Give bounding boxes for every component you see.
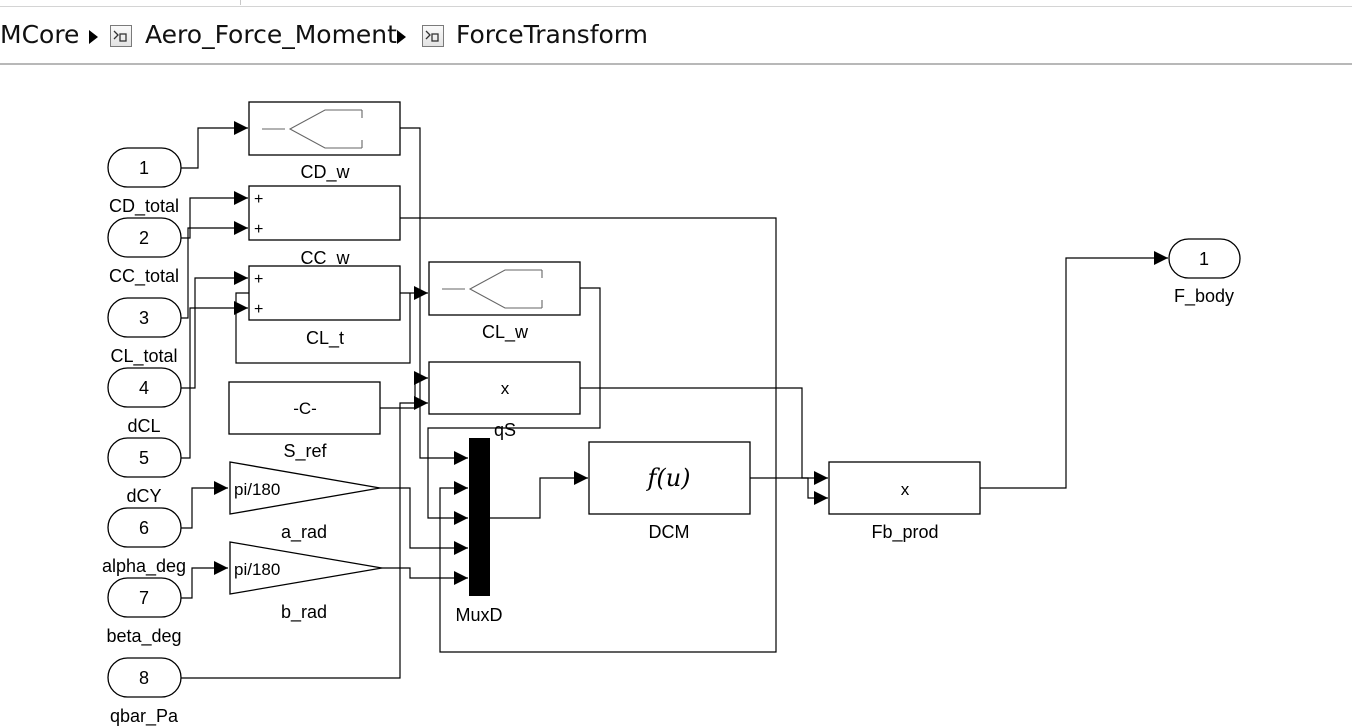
- inport-label: beta_deg: [106, 626, 181, 647]
- block-label: DCM: [649, 522, 690, 542]
- block-content: -C-: [293, 399, 317, 418]
- block-label: b_rad: [281, 602, 327, 623]
- block-dcm[interactable]: f(u) DCM: [588, 441, 751, 542]
- block-qs[interactable]: x qS: [428, 361, 581, 440]
- inport-number: 4: [139, 378, 149, 398]
- sum-elements-icon: [262, 109, 363, 149]
- inport-5[interactable]: 5 dCY: [107, 437, 182, 506]
- block-muxd[interactable]: MuxD: [455, 438, 503, 625]
- block-diagram: 1 CD_total 2 CC_total 3 CL_total 4 dCL 5…: [102, 101, 1241, 726]
- block-content: x: [501, 379, 510, 398]
- inport-number: 5: [139, 448, 149, 468]
- inport-number: 7: [139, 588, 149, 608]
- crumb-forcetransform[interactable]: ForceTransform: [456, 20, 648, 49]
- block-content: pi/180: [234, 560, 280, 579]
- subsystem-icon: [110, 25, 132, 47]
- inport-number: 8: [139, 668, 149, 688]
- block-label: S_ref: [283, 441, 327, 462]
- signal-line: [181, 301, 248, 459]
- signal-lines: [181, 121, 1168, 679]
- block-label: CD_w: [300, 162, 350, 183]
- sum-sign: +: [254, 221, 263, 238]
- sum-elements-icon: [442, 269, 543, 309]
- subsystem-icon: [422, 25, 444, 47]
- block-label: MuxD: [455, 605, 502, 625]
- block-s-ref[interactable]: -C- S_ref: [228, 381, 381, 462]
- block-a-rad[interactable]: pi/180 a_rad: [229, 461, 381, 543]
- inport-4[interactable]: 4 dCL: [107, 367, 182, 436]
- signal-line: [181, 221, 248, 319]
- inport-number: 2: [139, 228, 149, 248]
- crumb-aero-force-moment[interactable]: Aero_Force_Moment: [145, 20, 397, 49]
- breadcrumb: MCore Aero_Force_Moment ForceTransform: [0, 7, 1352, 65]
- crumb-mcore[interactable]: MCore: [0, 20, 80, 49]
- inport-label: qbar_Pa: [110, 706, 179, 726]
- block-content: x: [901, 480, 910, 499]
- outport-1[interactable]: 1 F_body: [1168, 238, 1241, 307]
- window-top-strip: [0, 0, 1352, 7]
- signal-line: [181, 271, 248, 389]
- inport-1[interactable]: 1 CD_total: [107, 147, 182, 217]
- block-b-rad[interactable]: pi/180 b_rad: [229, 541, 383, 623]
- inport-8[interactable]: 8 qbar_Pa: [107, 657, 182, 726]
- signal-line: [427, 287, 601, 525]
- inport-6[interactable]: 6 alpha_deg: [102, 507, 186, 577]
- block-content: f(u): [645, 464, 690, 492]
- signal-line: [181, 396, 428, 679]
- outport-number: 1: [1199, 249, 1209, 269]
- block-label: qS: [494, 420, 516, 440]
- tab-stub: [0, 0, 241, 5]
- signal-line: [380, 487, 468, 555]
- block-cl-w[interactable]: CL_w: [428, 261, 581, 343]
- outport-label: F_body: [1174, 286, 1234, 307]
- block-fb-prod[interactable]: x Fb_prod: [828, 461, 981, 543]
- inport-2[interactable]: 2 CC_total: [107, 217, 182, 287]
- crumb-separator-icon: [397, 30, 406, 44]
- block-cd-w[interactable]: CD_w: [248, 101, 401, 183]
- block-label: a_rad: [281, 522, 327, 543]
- signal-line: [400, 217, 777, 653]
- signal-line: [750, 477, 828, 505]
- signal-line: [380, 371, 428, 409]
- inport-label: dCY: [126, 486, 161, 506]
- inport-7[interactable]: 7 beta_deg: [106, 577, 182, 647]
- signal-line: [181, 191, 248, 239]
- model-canvas[interactable]: 1 CD_total 2 CC_total 3 CL_total 4 dCL 5…: [0, 65, 1352, 726]
- crumb-separator-icon: [89, 30, 98, 44]
- inport-3[interactable]: 3 CL_total: [107, 297, 182, 367]
- inport-label: alpha_deg: [102, 556, 186, 577]
- signal-line: [181, 121, 248, 169]
- signal-line: [580, 387, 828, 485]
- block-label: CC_w: [300, 248, 350, 269]
- inport-label: dCL: [127, 416, 160, 436]
- inport-number: 1: [139, 158, 149, 178]
- block-content: pi/180: [234, 480, 280, 499]
- block-cl-t[interactable]: + + CL_t: [248, 265, 401, 349]
- signal-line: [980, 251, 1168, 489]
- block-cc-w[interactable]: + + CC_w: [248, 185, 401, 269]
- inport-number: 3: [139, 308, 149, 328]
- signal-line: [181, 481, 228, 529]
- inport-label: CD_total: [109, 196, 179, 217]
- block-label: Fb_prod: [871, 522, 938, 543]
- sum-sign: +: [254, 301, 263, 318]
- signal-line: [181, 561, 228, 599]
- block-label: CL_t: [306, 328, 344, 349]
- block-label: CL_w: [482, 322, 529, 343]
- inport-number: 6: [139, 518, 149, 538]
- inport-label: CC_total: [109, 266, 179, 287]
- signal-line: [382, 567, 468, 585]
- sum-sign: +: [254, 271, 263, 288]
- inport-label: CL_total: [110, 346, 177, 367]
- sum-sign: +: [254, 191, 263, 208]
- signal-line: [490, 471, 588, 519]
